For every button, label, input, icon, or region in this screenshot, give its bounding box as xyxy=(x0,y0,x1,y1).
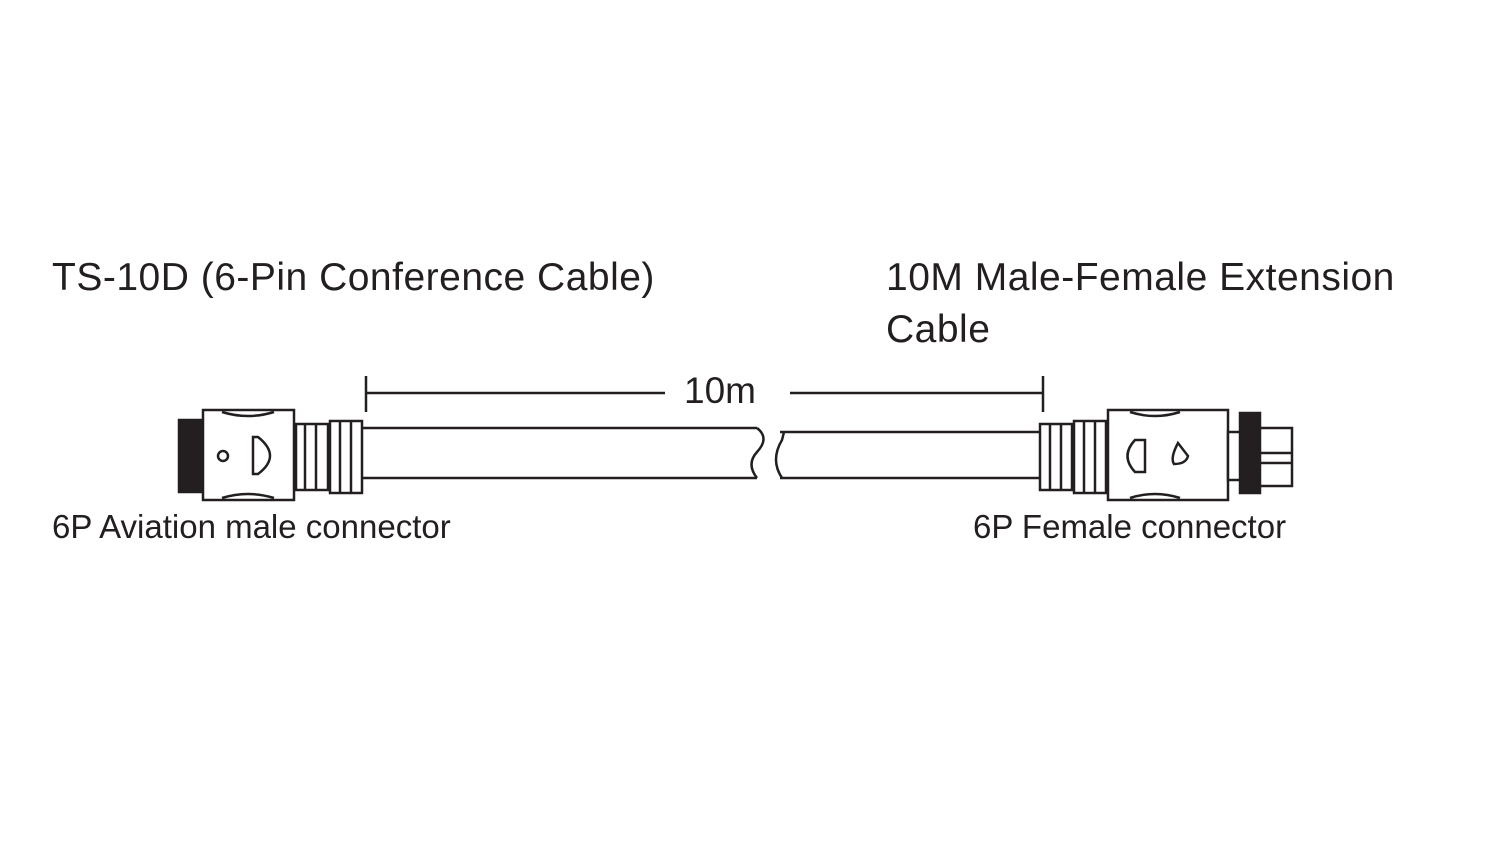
left-title: TS-10D (6-Pin Conference Cable) xyxy=(52,256,655,299)
female-connector xyxy=(1038,408,1294,502)
left-connector-label: 6P Aviation male connector xyxy=(52,508,451,545)
right-title-line2: Cable xyxy=(886,308,991,351)
male-connector xyxy=(177,408,364,502)
right-connector-label: 6P Female connector xyxy=(973,508,1287,545)
dimension-line xyxy=(364,376,1045,412)
dimension-label: 10m xyxy=(684,370,756,411)
cable xyxy=(362,426,1040,480)
right-title-line1: 10M Male-Female Extension xyxy=(886,256,1395,299)
